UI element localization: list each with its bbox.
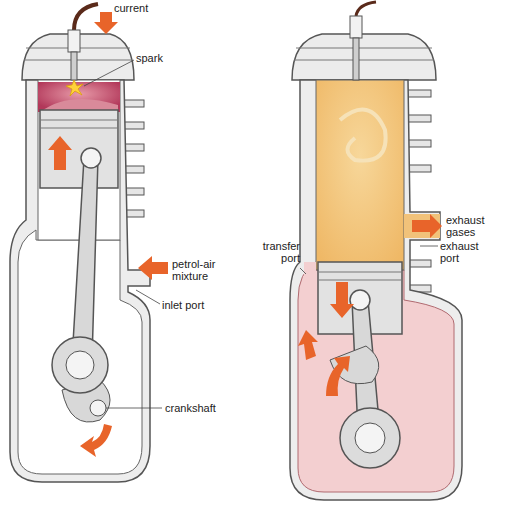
right-engine	[290, 2, 462, 500]
piston-ring	[318, 272, 402, 273]
part-label: current	[114, 2, 174, 14]
engine-body	[10, 80, 150, 482]
exhaust-arrow	[412, 214, 442, 238]
piston-ring	[40, 128, 118, 129]
cylinder-bore	[38, 80, 120, 240]
gudgeon-pin	[350, 290, 370, 310]
part-label: exhaust port	[440, 240, 486, 264]
spark-plug	[68, 30, 80, 52]
crank-pin	[66, 351, 94, 379]
connecting-rod	[72, 158, 98, 360]
crank-pin-bearing	[52, 337, 108, 393]
transfer-flow-arrow	[326, 356, 350, 396]
rotation-arrow	[80, 424, 112, 457]
spark-plug	[350, 16, 362, 38]
part-label: petrol-air mixture	[172, 258, 232, 282]
cylinder-head	[292, 34, 436, 80]
gas-swirl	[340, 110, 386, 161]
piston	[40, 110, 118, 188]
transfer-flow-arrow	[298, 330, 318, 360]
part-label: spark	[136, 52, 186, 64]
gudgeon-pin	[81, 148, 101, 168]
crankcase-mixture	[298, 262, 454, 492]
spark-plug-electrode	[71, 52, 77, 80]
spark-symbol	[66, 80, 83, 96]
head-fin	[294, 60, 434, 61]
piston-up-arrow	[48, 136, 72, 170]
leader-line	[300, 268, 306, 274]
piston-ring	[318, 280, 402, 281]
exhaust-gas	[316, 80, 404, 270]
spark-plug-electrode	[353, 38, 359, 80]
engine-body	[290, 80, 462, 500]
current-arrow	[94, 12, 118, 34]
part-label: crankshaft	[165, 402, 245, 414]
part-label: inlet port	[162, 299, 232, 311]
head-fin	[24, 60, 132, 61]
leader-line	[106, 408, 162, 409]
head-fin	[296, 48, 432, 49]
ht-lead	[356, 2, 376, 16]
crank-pin	[355, 423, 385, 453]
ht-lead	[74, 4, 98, 30]
leader-line	[420, 246, 438, 247]
leader-line	[84, 60, 134, 86]
left-engine	[10, 4, 168, 482]
inlet-arrow	[138, 256, 168, 280]
part-label: exhaust gases	[446, 214, 508, 238]
leader-line	[136, 290, 160, 304]
transfer-channel	[304, 262, 316, 300]
piston-down-arrow	[330, 282, 354, 318]
crank-pin-bearing	[340, 408, 400, 468]
piston-ring	[40, 120, 118, 121]
crankshaft-axle	[90, 400, 106, 416]
part-label: transfer port	[250, 240, 300, 264]
